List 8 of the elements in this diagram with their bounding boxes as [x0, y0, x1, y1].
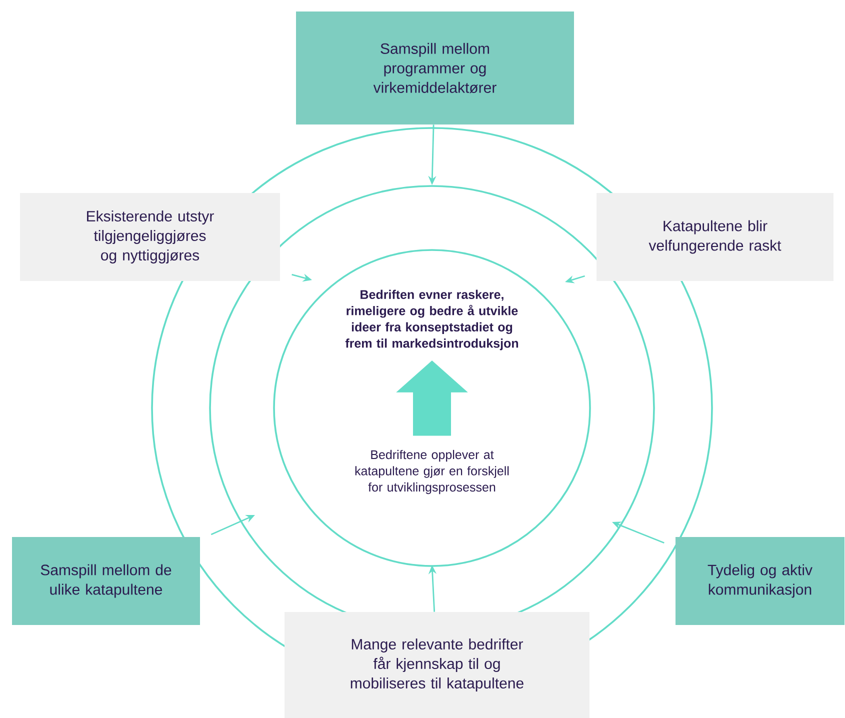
text-box: Tydelig og aktiv kommunikasjon — [676, 537, 844, 625]
text-box: Eksisterende utstyr tilgjengeliggjøres og nyttiggjøres — [20, 193, 280, 281]
text-box: Mange relevante bedrifter får kjennskap til og mobiliseres til katapultene — [284, 612, 590, 718]
statement-text: Bedriftene opplever at katapultene gjør en forskjell for utviklingsprosessen — [355, 450, 509, 494]
text-box: Samspill mellom de ulike katapultene — [12, 537, 200, 625]
text-box: Samspill mellom programmer og virkemiddelaktører — [296, 12, 574, 124]
statement-text: Bedriften evner raskere, rimeligere og bedre å utvikle ideer fra konseptstadiet og frem til markedsintroduksjon — [345, 290, 518, 350]
text-box: Katapultene blir velfungerende raskt — [596, 193, 834, 281]
